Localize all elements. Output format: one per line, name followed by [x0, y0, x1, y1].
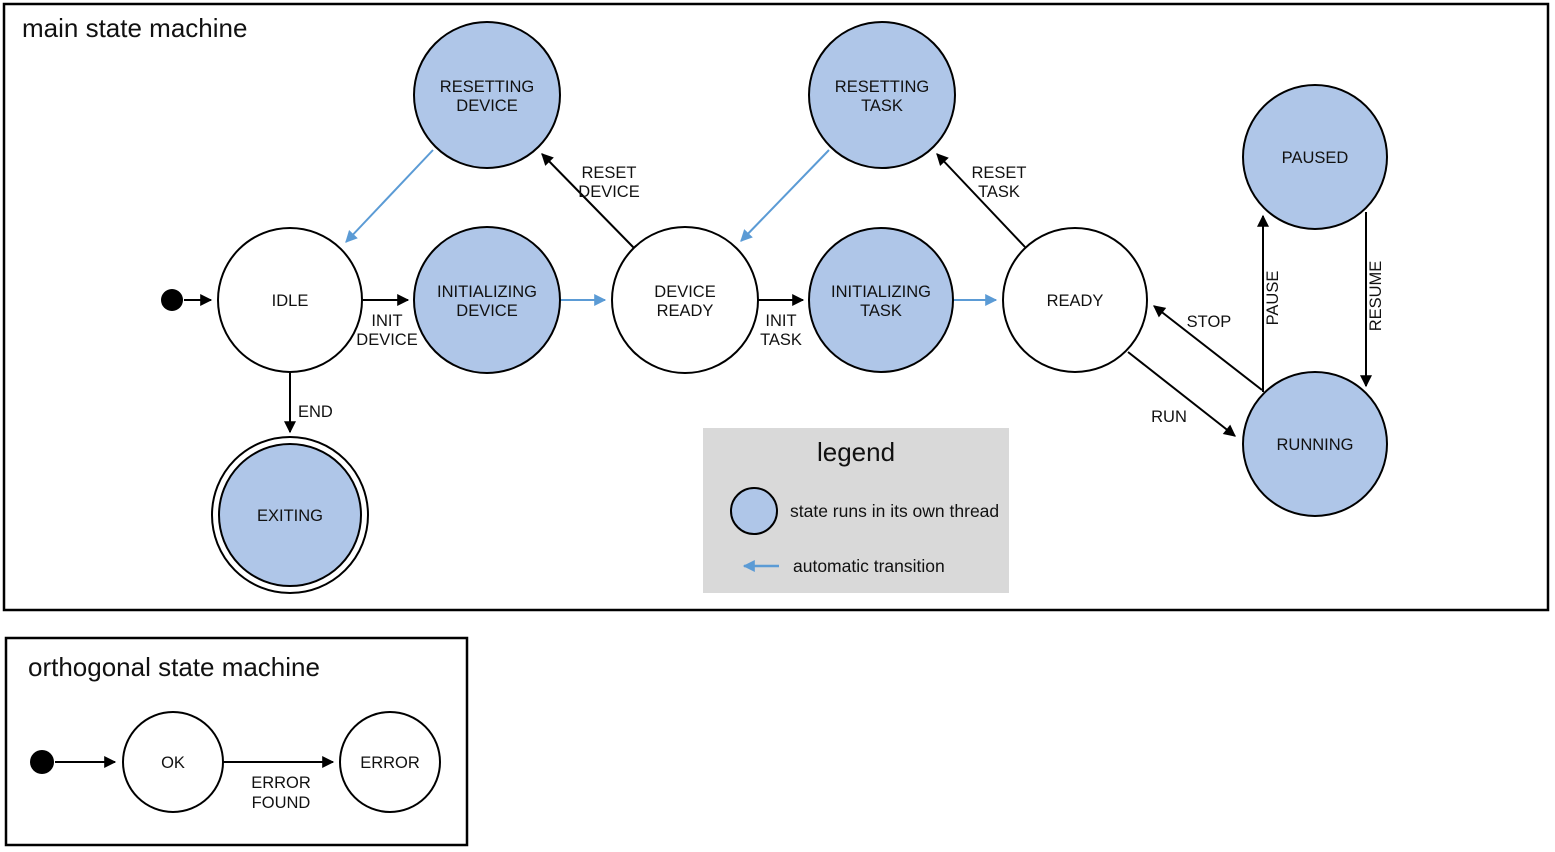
state-error-label: ERROR: [360, 754, 420, 772]
state-ok-label: OK: [161, 754, 185, 772]
state-idle-circle: [217, 227, 363, 373]
transition-label-init-device: INIT DEVICE: [356, 312, 417, 349]
state-resetting-task-circle: [808, 21, 956, 169]
run-label: RUN: [1151, 408, 1187, 426]
state-exiting-final: EXITING: [211, 436, 369, 594]
legend-thread-state-swatch: [730, 487, 778, 535]
orthogonal-machine-title: orthogonal state machine: [28, 652, 320, 682]
error-found-label-line2: FOUND: [252, 794, 311, 812]
state-running-label: RUNNING: [1277, 436, 1354, 454]
transition-label-error-found: ERROR FOUND: [251, 774, 311, 812]
auto-transition-resetting-task-to-device-ready: [740, 149, 830, 242]
main-initial-state-dot: [161, 289, 183, 311]
transition-ready-to-running-run: [1127, 351, 1236, 437]
resume-label: RESUME: [1367, 261, 1385, 332]
legend-auto-transition-text: automatic transition: [793, 556, 945, 576]
state-exiting-inner-circle: [218, 443, 362, 587]
state-error-circle: [339, 711, 441, 813]
state-resetting-device: RESETTING DEVICE: [413, 21, 561, 169]
reset-task-label-line2: TASK: [978, 183, 1020, 201]
state-running-circle: [1242, 371, 1388, 517]
state-initializing-task-label-line1: INITIALIZING: [831, 283, 931, 301]
state-resetting-device-circle: [413, 21, 561, 169]
state-ready: READY: [1002, 227, 1148, 373]
orthogonal-machine-frame: [4, 636, 469, 847]
state-resetting-device-label-line2: DEVICE: [456, 97, 517, 115]
stop-label: STOP: [1187, 313, 1232, 331]
state-ok: OK: [122, 711, 224, 813]
state-initializing-device-circle: [413, 226, 561, 374]
state-initializing-device-label-line1: INITIALIZING: [437, 283, 537, 301]
pause-label: PAUSE: [1264, 271, 1282, 326]
state-ready-circle: [1002, 227, 1148, 373]
state-device-ready-label-line1: DEVICE: [654, 283, 715, 301]
state-initializing-device-label-line2: DEVICE: [456, 302, 517, 320]
state-idle-label: IDLE: [272, 292, 309, 310]
init-task-label-line1: INIT: [765, 312, 796, 330]
orthogonal-initial-state-dot: [30, 750, 54, 774]
state-device-ready-circle: [611, 226, 759, 374]
init-device-label-line2: DEVICE: [356, 331, 417, 349]
orthogonal-machine: orthogonal state machine ERROR FOUND OK …: [4, 636, 469, 847]
state-initializing-task: INITIALIZING TASK: [808, 227, 954, 373]
state-idle: IDLE: [217, 227, 363, 373]
auto-transition-resetting-device-to-idle: [345, 149, 434, 243]
state-resetting-task-label-line1: RESETTING: [835, 78, 929, 96]
state-paused-circle: [1242, 84, 1388, 230]
init-task-label-line2: TASK: [760, 331, 802, 349]
state-initializing-task-label-line2: TASK: [860, 302, 902, 320]
reset-device-label-line2: DEVICE: [578, 183, 639, 201]
state-exiting-label: EXITING: [257, 507, 323, 525]
transition-label-reset-device: RESET DEVICE: [578, 164, 639, 201]
end-label: END: [298, 403, 333, 421]
state-resetting-device-label-line1: RESETTING: [440, 78, 534, 96]
state-error: ERROR: [339, 711, 441, 813]
state-device-ready-label-line2: READY: [657, 302, 714, 320]
reset-device-label-line1: RESET: [581, 164, 636, 182]
main-machine-frame: [2, 2, 1550, 612]
legend-panel: legend state runs in its own thread auto…: [703, 428, 1009, 593]
state-initializing-task-circle: [808, 227, 954, 373]
state-paused-label: PAUSED: [1282, 149, 1349, 167]
transition-label-init-task: INIT TASK: [760, 312, 802, 349]
transition-device-ready-to-resetting-device: [541, 153, 635, 249]
error-found-label-line1: ERROR: [251, 774, 311, 792]
state-running: RUNNING: [1242, 371, 1388, 517]
transition-ready-to-resetting-task: [936, 153, 1026, 248]
state-resetting-task: RESETTING TASK: [808, 21, 956, 169]
state-ready-label: READY: [1047, 292, 1104, 310]
state-resetting-task-label-line2: TASK: [861, 97, 903, 115]
transition-label-reset-task: RESET TASK: [971, 164, 1026, 201]
state-initializing-device: INITIALIZING DEVICE: [413, 226, 561, 374]
state-device-ready: DEVICE READY: [611, 226, 759, 374]
transition-running-to-ready-stop: [1153, 305, 1263, 391]
reset-task-label-line1: RESET: [971, 164, 1026, 182]
state-ok-circle: [122, 711, 224, 813]
main-machine-title: main state machine: [22, 13, 247, 43]
init-device-label-line1: INIT: [371, 312, 402, 330]
legend-thread-state-text: state runs in its own thread: [790, 501, 999, 521]
state-paused: PAUSED: [1242, 84, 1388, 230]
legend-title: legend: [817, 437, 895, 467]
